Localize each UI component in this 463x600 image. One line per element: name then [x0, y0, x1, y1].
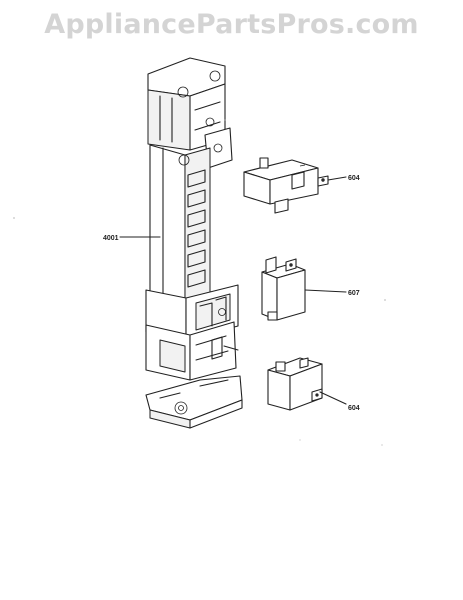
leader-line-607 [304, 289, 347, 293]
watermark: AppliancePartsPros.com [44, 9, 419, 40]
part-label-607: 607 [348, 290, 360, 297]
leader-line-604-bottom [319, 391, 347, 405]
part-604-top-switch[interactable] [243, 157, 329, 214]
part-4001-latch-bracket[interactable] [145, 57, 243, 429]
part-label-604-bottom: 604 [348, 405, 360, 412]
part-607-switch[interactable] [261, 256, 306, 321]
label-group-4001: 4001 [103, 235, 151, 242]
scan-specks [13, 119, 386, 446]
label-group-604-bottom: 604 [319, 391, 360, 412]
leader-line-604-top [327, 176, 347, 181]
part-604-bottom-switch[interactable] [267, 357, 323, 411]
label-group-604-top: 604 [327, 175, 360, 182]
label-group-607: 607 [304, 289, 360, 297]
part-label-604-top: 604 [348, 175, 360, 182]
part-label-4001: 4001 [103, 235, 119, 242]
